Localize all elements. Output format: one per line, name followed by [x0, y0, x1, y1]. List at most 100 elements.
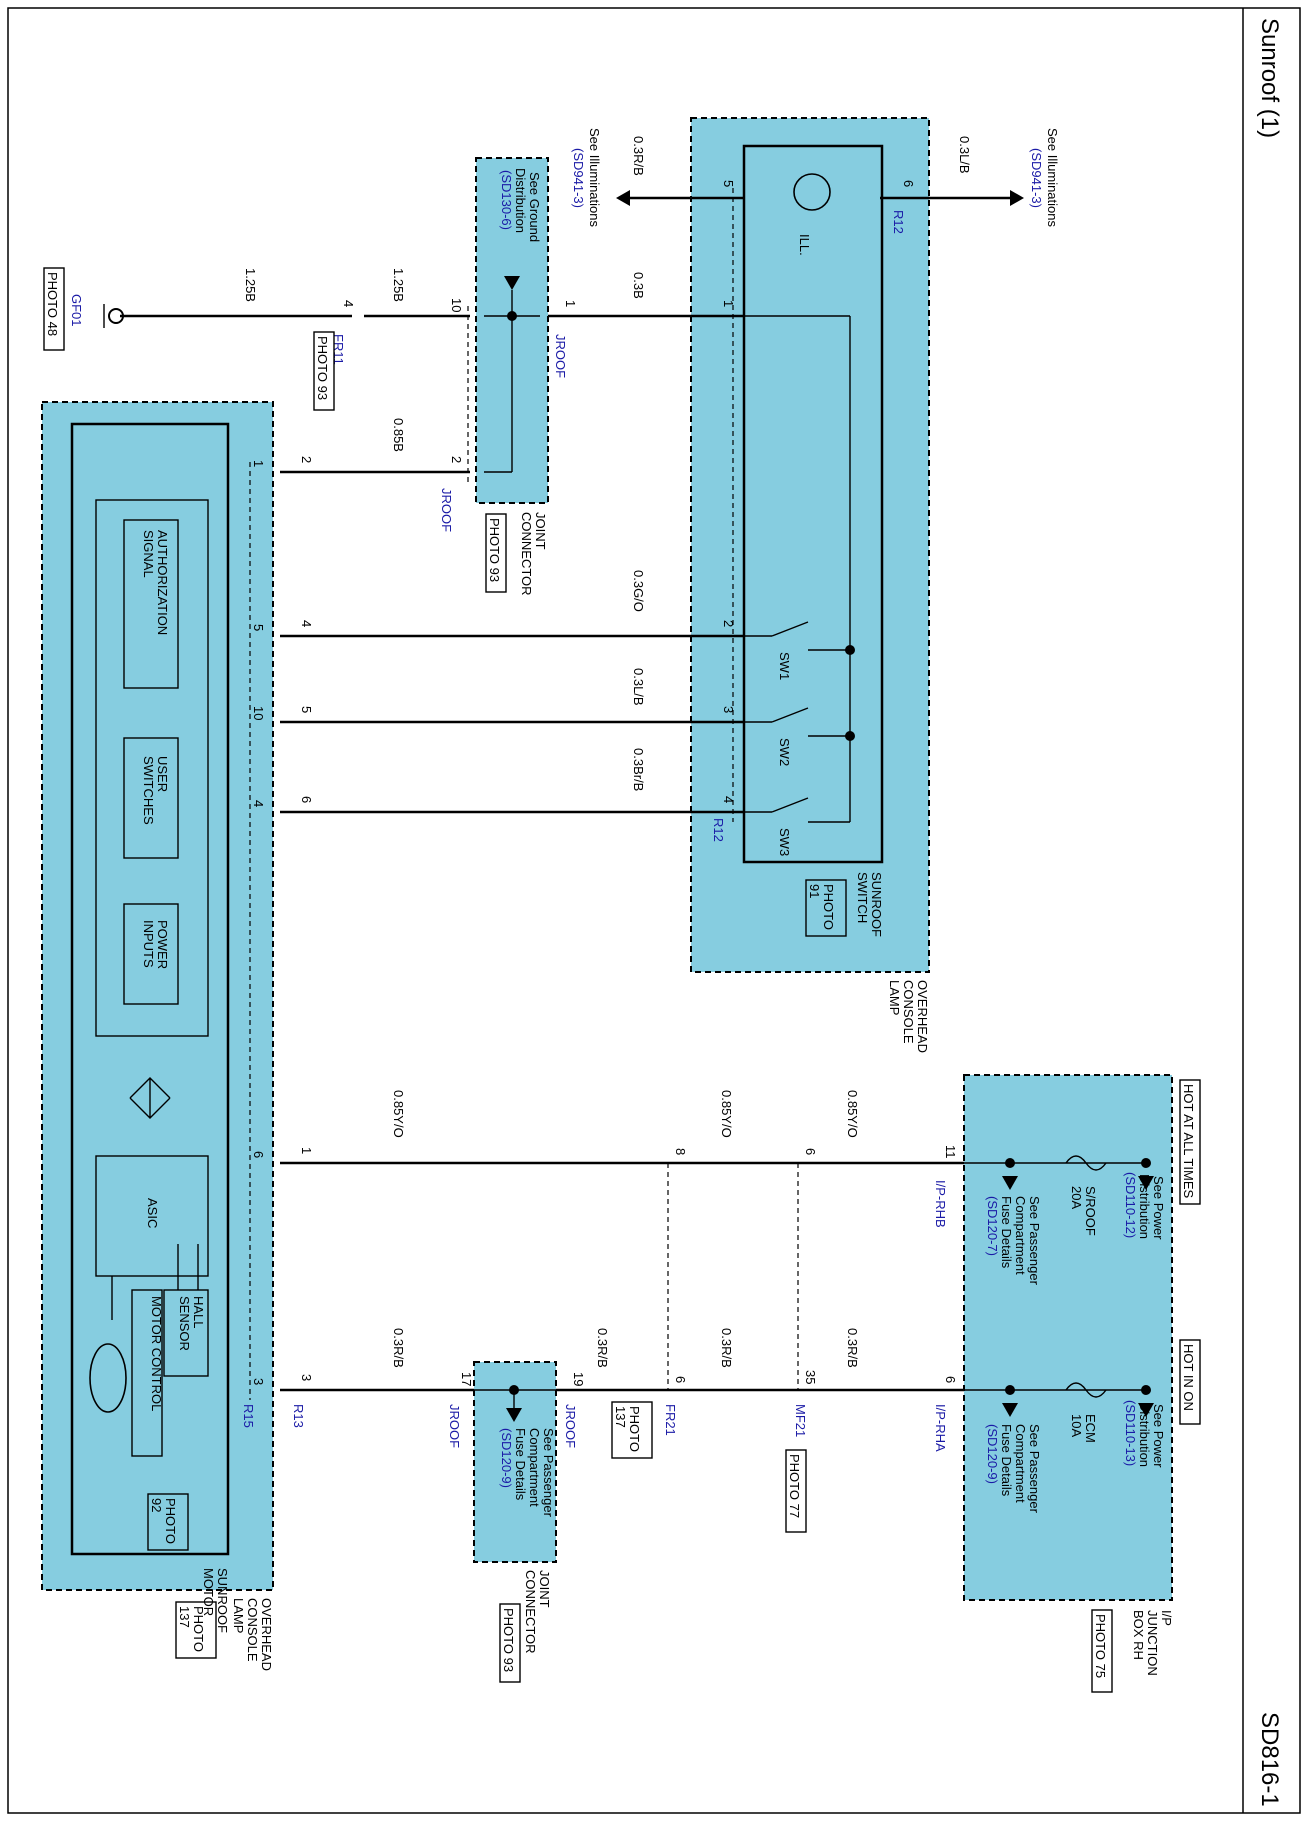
jb-rhb-node-2: [1141, 1158, 1151, 1168]
ground-icon: [108, 308, 124, 324]
power-inputs-label: POWER: [155, 920, 170, 969]
wire-labels: 1.25B 1.25B 0.3B 0.3R/B 0.3L/B 0.85B 0.3…: [243, 136, 972, 1368]
photo-box: [1091, 1609, 1113, 1693]
wire-label: 0.3B: [631, 272, 646, 299]
joint-connector-label: CONNECTOR: [519, 512, 534, 596]
pin-number: 2: [449, 456, 464, 463]
pin-number: 17: [459, 1372, 474, 1386]
wire-label: 0.3G/O: [631, 570, 646, 612]
connector-jroof: JROOF: [563, 1404, 578, 1448]
pin-number: 6: [901, 180, 916, 187]
hot-at-all-times-box: [1179, 1079, 1201, 1205]
sw2-node: [845, 731, 855, 741]
ref-pass-comp: Compartment: [1013, 1196, 1028, 1275]
photo-ref: 137: [613, 1406, 628, 1428]
motor-control-block: [131, 1289, 163, 1457]
auth-signal-label: SIGNAL: [141, 530, 156, 578]
power-inputs-block: [123, 903, 179, 1005]
page-frame: [7, 7, 1301, 1814]
user-switches-label: USER: [155, 756, 170, 792]
hot-at-all-times-label: HOT AT ALL TIMES: [1181, 1084, 1196, 1198]
photo-ref: PHOTO 48: [45, 272, 60, 336]
photo-ref: PHOTO: [163, 1498, 178, 1544]
ref-pass-comp-code: (SD120-9): [985, 1424, 1000, 1484]
pin-number: 5: [299, 706, 314, 713]
pin-number: 35: [803, 1370, 818, 1384]
ref-power: See Power: [1151, 1404, 1166, 1468]
photo-box: [43, 267, 65, 351]
jb-rhb-arrow-1: [1002, 1176, 1018, 1190]
wire-label: 1.25B: [391, 268, 406, 302]
ref-illum-left: See Illuminations: [587, 128, 602, 227]
overhead-console-lamp-lower-box: [41, 401, 274, 1591]
connector-ip-rhb: I/P-RHB: [933, 1180, 948, 1228]
photo-ref: PHOTO: [191, 1606, 206, 1652]
ref-pass-comp: See Passenger: [1027, 1424, 1042, 1514]
page-code: SD816-1: [1256, 1712, 1283, 1807]
photo-ref: 137: [177, 1606, 192, 1628]
wire-label: 0.85B: [391, 418, 406, 452]
ref-pass-comp: Compartment: [527, 1428, 542, 1507]
hot-in-on-label: HOT IN ON: [1181, 1344, 1196, 1411]
illumination-label: ILL.: [797, 234, 812, 256]
pin-number: 4: [251, 800, 266, 807]
photo-ref: PHOTO: [627, 1406, 642, 1452]
pin-number: 1: [299, 1147, 314, 1154]
overhead-console-label: OVERHEAD: [915, 980, 930, 1053]
page-title: Sunroof (1): [1256, 18, 1283, 138]
overhead-console-label: LAMP: [887, 980, 902, 1015]
ref-ground: See Ground: [527, 172, 542, 242]
illum-arrow-right: [1010, 190, 1024, 206]
photo-ref: PHOTO: [821, 884, 836, 930]
photo-ref: 92: [149, 1498, 164, 1512]
pin-number: 2: [721, 620, 736, 627]
motor-icon: [89, 1343, 127, 1413]
ref-pass-comp: Compartment: [1013, 1424, 1028, 1503]
wire-label: 0.85Y/O: [719, 1090, 734, 1138]
auth-signal-block: [123, 519, 179, 689]
sw2-blade: [771, 707, 809, 723]
connector-jroof: JROOF: [447, 1404, 462, 1448]
ref-illum-left-code: (SD941-3): [571, 148, 586, 208]
photo-box: [313, 331, 335, 411]
connector-r13: R13: [291, 1404, 306, 1428]
junction-box-label: BOX RH: [1131, 1610, 1146, 1660]
ref-pass-comp: Fuse Details: [999, 1196, 1014, 1269]
fuse-ecm-icon: [1065, 1382, 1107, 1398]
photo-ref: PHOTO 93: [501, 1608, 516, 1672]
sunroof-switch-label: SUNROOF: [869, 872, 884, 937]
pin-number: 5: [251, 624, 266, 631]
wire-label: 0.3L/B: [957, 136, 972, 174]
fuse-label: S/ROOF: [1083, 1186, 1098, 1236]
pin-number: 6: [943, 1376, 958, 1383]
wire-label: 0.3R/B: [391, 1328, 406, 1368]
cross-references: See Illuminations (SD941-3) See Illumina…: [499, 128, 1166, 1518]
pin-number: 2: [299, 456, 314, 463]
pin-number: 19: [571, 1372, 586, 1386]
pin-number: 6: [803, 1148, 818, 1155]
fuse-label: 10A: [1069, 1414, 1084, 1437]
user-switches-label: SWITCHES: [141, 756, 156, 825]
connector-jroof: JROOF: [553, 334, 568, 378]
ref-pass-comp-code: (SD120-7): [985, 1196, 1000, 1256]
sw1-node: [845, 645, 855, 655]
pin-number: 6: [251, 1151, 266, 1158]
ref-power: See Power: [1151, 1176, 1166, 1240]
photo-ref: PHOTO 77: [787, 1454, 802, 1518]
jb-rha-node-1: [1005, 1385, 1015, 1395]
ref-pass-comp: Fuse Details: [513, 1428, 528, 1501]
pin-number: 4: [341, 300, 356, 307]
ip-junction-box-rh: [963, 1074, 1173, 1601]
ref-pass-comp: Fuse Details: [999, 1424, 1014, 1497]
pin-number: 1: [251, 460, 266, 467]
asic-label: ASIC: [145, 1198, 160, 1228]
fuse-label: ECM: [1083, 1414, 1098, 1443]
illum-arrow-left: [616, 190, 630, 206]
sw3-blade: [771, 797, 809, 813]
connector-ip-rha: I/P-RHA: [933, 1404, 948, 1452]
photo-box: [175, 1601, 217, 1659]
wire-label: 0.3R/B: [845, 1328, 860, 1368]
wire-label: 0.3R/B: [719, 1328, 734, 1368]
jroof-ground-arrow: [504, 276, 520, 290]
sunroof-motor-body: [70, 422, 230, 1556]
